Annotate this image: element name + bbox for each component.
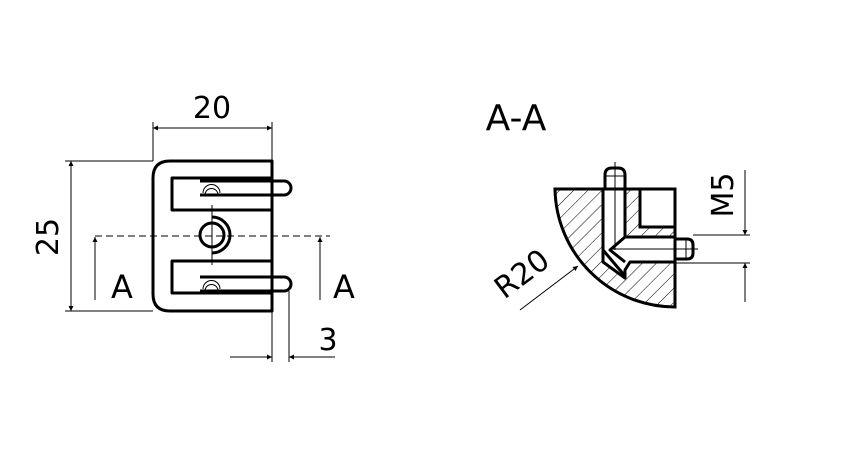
top-pin: [200, 179, 293, 197]
width-dimension: 20: [193, 91, 231, 126]
body-outline: [151, 159, 274, 313]
front-view: 20 25 A A 3: [31, 91, 355, 362]
height-dimension: 25: [31, 218, 66, 256]
section-title: A-A: [486, 98, 547, 139]
thread-dimension: M5: [706, 173, 741, 218]
radius-dimension: R20: [488, 243, 556, 306]
center-boss: [211, 215, 232, 255]
section-view: A-A R20 M5: [486, 98, 750, 311]
section-label-left: A: [111, 268, 133, 306]
bottom-pin: [200, 275, 293, 293]
bottom-slot: [170, 259, 272, 295]
section-label-right: A: [333, 268, 355, 306]
top-slot: [170, 176, 272, 212]
pin-offset-dimension: 3: [318, 323, 337, 358]
